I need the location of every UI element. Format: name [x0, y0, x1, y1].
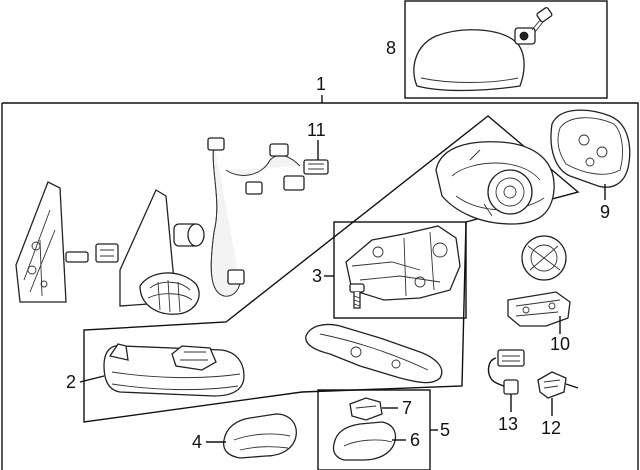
- part-10-group: 10: [507, 291, 571, 354]
- callout-8: 8: [386, 38, 396, 58]
- puddle-lamp-bulb: [349, 397, 383, 421]
- mirror-cover-cap-edge: [420, 77, 519, 83]
- connector-13: [497, 349, 525, 367]
- part-2-group: 2: [66, 343, 245, 397]
- mirror-base-gasket: [119, 189, 200, 315]
- part-3-group: 3: [312, 221, 467, 319]
- harness-connector-11: [303, 159, 329, 175]
- callout-4: 4: [192, 432, 202, 452]
- mirror-motor-ring: [521, 235, 567, 281]
- callout-7: 7: [402, 398, 412, 418]
- callout-9: 9: [600, 202, 610, 222]
- assembly-outline-box: [1, 102, 639, 470]
- mirror-skull-cap-frame: [305, 323, 443, 384]
- callout-6: 6: [410, 430, 420, 450]
- connector-12: [537, 371, 567, 399]
- power-actuator: [345, 225, 461, 301]
- callout-12: 12: [541, 418, 561, 438]
- puddle-lamp-lens: [332, 421, 397, 461]
- mirror-base-bolt: [65, 243, 119, 263]
- part-3-box: [333, 221, 467, 319]
- wire-harness: 11: [207, 120, 329, 297]
- part-5-group: 5 7 6: [317, 389, 450, 470]
- callout-3: 3: [312, 266, 322, 286]
- part-7-group: 7: [349, 397, 412, 421]
- cap-screw: [531, 7, 553, 33]
- part-8-box: [404, 0, 608, 99]
- callout-11: 11: [307, 120, 326, 140]
- part-6-group: 6: [332, 421, 420, 461]
- cap-clip: [514, 27, 536, 45]
- mirror-cover-cap: [413, 29, 525, 92]
- part-8-group: 8: [386, 0, 608, 99]
- grommet: [173, 223, 205, 247]
- mirror-housing: [435, 141, 555, 225]
- callout-5: 5: [440, 420, 450, 440]
- callout-10: 10: [550, 334, 570, 354]
- part-9-group: 9: [550, 109, 631, 222]
- part-12-group: 12: [537, 371, 579, 438]
- part-13-group: 13: [487, 349, 525, 434]
- mirror-glass: [550, 109, 631, 188]
- callout-2: 2: [66, 372, 76, 392]
- part-1-group: 1: [1, 74, 639, 470]
- callout-1: 1: [316, 74, 326, 94]
- actuator-screw: [349, 283, 365, 309]
- part-4-group: 4: [192, 413, 297, 459]
- mirror-base-left: [15, 181, 67, 303]
- lower-trim-piece: [222, 413, 297, 459]
- callout-13: 13: [498, 414, 518, 434]
